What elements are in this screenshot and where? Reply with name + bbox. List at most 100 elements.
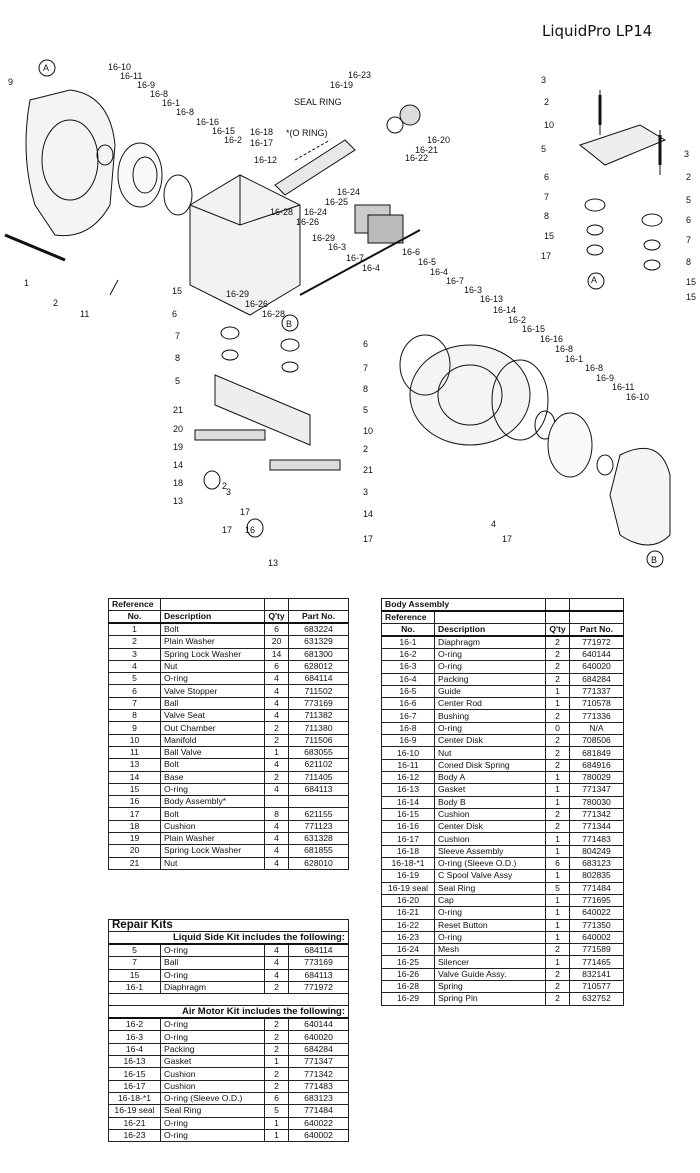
qty-cell: 1 bbox=[264, 1128, 289, 1143]
svg-text:19: 19 bbox=[173, 442, 183, 452]
qty-cell: 1 bbox=[545, 684, 570, 699]
description-cell: Ball bbox=[160, 696, 265, 711]
svg-text:8: 8 bbox=[686, 257, 691, 267]
ref-no-cell: 16-13 bbox=[381, 783, 435, 797]
svg-text:17: 17 bbox=[222, 525, 232, 535]
repair-kits-title: Repair Kits bbox=[107, 918, 350, 933]
ref-no-cell: 16-1 bbox=[108, 980, 161, 995]
qty-cell: 2 bbox=[264, 1079, 289, 1093]
svg-text:16-17: 16-17 bbox=[250, 138, 273, 148]
part-no-cell: 640002 bbox=[287, 1128, 350, 1143]
svg-text:16-11: 16-11 bbox=[612, 382, 634, 392]
part-no-cell: 711506 bbox=[288, 733, 349, 747]
qty-cell: 1 bbox=[545, 697, 570, 711]
qty-cell: 4 bbox=[264, 672, 289, 686]
part-no-cell: 621155 bbox=[288, 807, 349, 821]
part-no-cell: 683123 bbox=[569, 857, 624, 871]
ref-no-cell: 16-13 bbox=[108, 1055, 161, 1069]
qty-cell: 2 bbox=[264, 1030, 289, 1044]
description-cell: Plain Washer bbox=[160, 832, 265, 846]
svg-text:16-3: 16-3 bbox=[328, 242, 346, 252]
qty-cell: 1 bbox=[545, 918, 570, 932]
ref-no-cell: 16-14 bbox=[381, 795, 435, 809]
part-no-cell: 773169 bbox=[287, 956, 350, 970]
part-no-cell: 771337 bbox=[569, 684, 624, 699]
qty-cell: 1 bbox=[545, 869, 570, 883]
svg-text:16-11: 16-11 bbox=[120, 71, 142, 81]
svg-text:13: 13 bbox=[173, 496, 183, 506]
qty-cell: 1 bbox=[545, 832, 570, 846]
qty-cell: 20 bbox=[264, 635, 289, 649]
part-no-cell: 621102 bbox=[288, 758, 349, 772]
part-no-cell: 711380 bbox=[288, 721, 349, 735]
part-no-cell: 684114 bbox=[288, 672, 349, 686]
ref-no-cell: 16-28 bbox=[381, 980, 435, 994]
qty-cell: 6 bbox=[264, 659, 289, 674]
svg-text:16-7: 16-7 bbox=[346, 253, 364, 263]
qty-cell: 2 bbox=[264, 721, 289, 735]
qty-cell: 1 bbox=[545, 906, 570, 920]
description-cell: Gasket bbox=[434, 783, 546, 797]
ref-no-cell: 21 bbox=[108, 856, 161, 870]
ref-no-cell: 9 bbox=[108, 721, 161, 735]
ref-no-cell: 16-3 bbox=[381, 660, 435, 674]
ref-no-cell: 16-17 bbox=[108, 1079, 161, 1093]
description-cell: O-ring bbox=[434, 906, 546, 920]
svg-text:13: 13 bbox=[268, 558, 278, 568]
svg-text:16-1: 16-1 bbox=[162, 98, 180, 108]
ref-no-cell: 16-22 bbox=[381, 918, 435, 932]
ref-no-cell: 16-1 bbox=[381, 635, 435, 649]
ref-no-cell: 16-9 bbox=[381, 734, 435, 748]
qty-cell: 8 bbox=[264, 807, 289, 821]
qty-cell: 1 bbox=[545, 770, 570, 785]
part-no-cell: 708506 bbox=[569, 734, 624, 748]
part-no-cell: 681849 bbox=[569, 746, 624, 760]
qty-cell: 1 bbox=[545, 930, 570, 945]
qty-cell: 2 bbox=[545, 746, 570, 760]
part-no-cell: 780029 bbox=[569, 770, 624, 785]
ref-no-cell: 15 bbox=[108, 968, 161, 982]
part-no-cell: 832141 bbox=[569, 967, 624, 982]
ref-no-cell: 16-2 bbox=[381, 647, 435, 662]
svg-text:16-7: 16-7 bbox=[446, 276, 464, 286]
part-no-cell: 684284 bbox=[287, 1042, 350, 1057]
svg-text:16-1: 16-1 bbox=[565, 354, 583, 364]
part-no-cell: 683123 bbox=[287, 1091, 350, 1106]
part-no-cell: 771342 bbox=[287, 1067, 350, 1081]
qty-cell: 4 bbox=[264, 709, 289, 723]
description-cell: Coned Disk Spring bbox=[434, 758, 546, 772]
part-no-cell: 711405 bbox=[288, 770, 349, 784]
description-cell: Body A bbox=[434, 770, 546, 785]
svg-text:16-12: 16-12 bbox=[254, 155, 277, 165]
description-cell: O-ring (Sleeve O.D.) bbox=[160, 1091, 265, 1106]
svg-text:8: 8 bbox=[175, 353, 180, 363]
part-no-cell: 684114 bbox=[287, 943, 350, 958]
ref-no-cell: 16-20 bbox=[381, 893, 435, 908]
part-no-cell: 632752 bbox=[569, 992, 624, 1006]
description-cell: Silencer bbox=[434, 955, 546, 969]
column-header: Description bbox=[434, 623, 546, 637]
svg-text:15: 15 bbox=[544, 231, 554, 241]
column-header: No. bbox=[108, 610, 161, 625]
part-no-cell: 640020 bbox=[287, 1030, 350, 1044]
part-no-cell bbox=[288, 795, 349, 809]
qty-cell: 1 bbox=[545, 783, 570, 797]
description-cell: Packing bbox=[160, 1042, 265, 1057]
ref-no-cell: 7 bbox=[108, 956, 161, 970]
description-cell: Diaphragm bbox=[160, 980, 265, 995]
description-cell: Bolt bbox=[160, 758, 265, 772]
